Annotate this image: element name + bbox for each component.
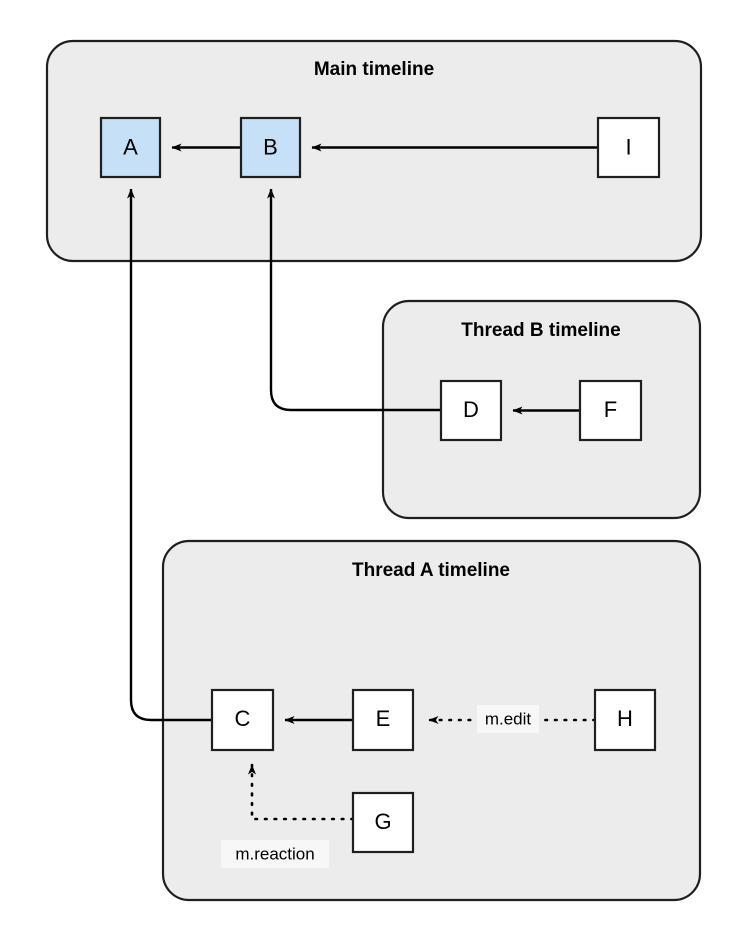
node-h-box (593, 688, 657, 752)
node-b-box (239, 116, 302, 179)
node-g-label: G (374, 809, 391, 834)
node-a-label: A (123, 134, 138, 159)
node-e-label: E (376, 706, 391, 731)
node-h[interactable]: H (593, 688, 657, 752)
group-thread-b-timeline-title: Thread B timeline (461, 320, 620, 341)
edge-label-m-edit-text: m.edit (485, 709, 532, 728)
node-b-label: B (263, 134, 278, 159)
node-e[interactable]: E (351, 688, 415, 752)
node-c-box (210, 688, 275, 752)
edge-label-m-reaction-bg (221, 840, 329, 868)
node-i-box (596, 116, 661, 179)
edge-label-m-reaction-text: m.reaction (235, 844, 314, 863)
edge-label-m-reaction: m.reaction (221, 840, 329, 868)
node-g[interactable]: G (351, 791, 415, 854)
node-h-label: H (617, 706, 633, 731)
group-main-timeline-title: Main timeline (314, 59, 434, 80)
edge-label-m-edit-bg (477, 705, 539, 733)
node-f-label: F (604, 397, 617, 422)
group-thread-a-timeline-title: Thread A timeline (352, 560, 510, 581)
node-i-label: I (625, 134, 631, 159)
node-d[interactable]: D (439, 379, 503, 442)
edge-label-m-edit: m.edit (477, 705, 539, 733)
node-a[interactable]: A (99, 116, 162, 179)
node-i[interactable]: I (596, 116, 661, 179)
node-g-box (351, 791, 415, 854)
node-d-label: D (463, 397, 479, 422)
node-c[interactable]: C (210, 688, 275, 752)
node-d-box (439, 379, 503, 442)
node-e-box (351, 688, 415, 752)
node-c-label: C (235, 706, 251, 731)
edge-d-to-b (267, 188, 441, 412)
edge-c-to-a (127, 188, 212, 722)
group-main-timeline-box (45, 39, 703, 263)
group-main-timeline[interactable]: Main timeline (45, 39, 703, 263)
node-b[interactable]: B (239, 116, 302, 179)
node-f-box (578, 379, 643, 442)
edge-g-to-c (248, 763, 355, 821)
node-f[interactable]: F (578, 379, 643, 442)
node-a-box (99, 116, 162, 179)
